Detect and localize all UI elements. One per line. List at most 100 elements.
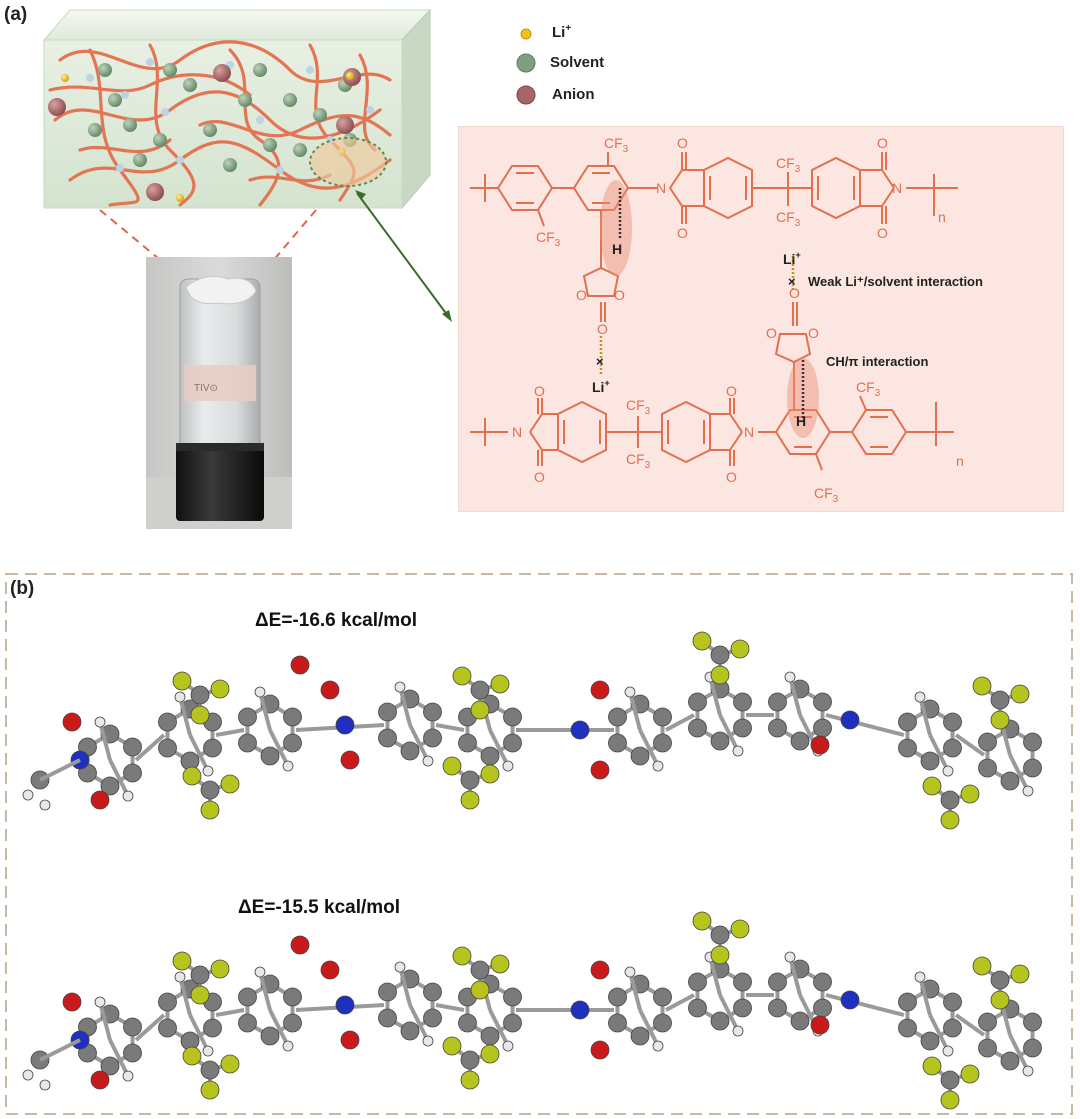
carbon-atom [470,960,490,980]
oxygen-atom [62,992,82,1012]
ch-pi-label: CH/π interaction [826,354,928,369]
svg-text:O: O [766,325,777,341]
carbon-atom [283,987,302,1007]
fluorine-atom [190,705,210,725]
hydrogen-atom [94,716,106,728]
hydrogen-atom [39,799,51,811]
hydrogen-atom [394,961,406,973]
hydrogen-atom [254,966,266,978]
hydrogen-atom [422,1035,434,1047]
svg-text:O: O [726,383,737,399]
oxygen-atom [90,1070,110,1090]
svg-text:CF3: CF3 [814,485,839,505]
hydrogen-atom [422,755,434,767]
carbon-atom [203,1018,222,1038]
carbon-atom [733,718,752,738]
oxygen-atom [590,680,610,700]
panel-b-dashed-frame [5,573,1073,1115]
fluorine-atom [972,956,992,976]
fluorine-atom [220,774,240,794]
oxygen-atom [290,935,310,955]
fluorine-atom [220,1054,240,1074]
carbon-atom [653,1013,672,1033]
carbon-atom [100,1056,120,1076]
fluorine-atom [210,959,230,979]
carbon-atom [203,738,222,758]
oxygen-atom [320,960,340,980]
fluorine-atom [710,945,730,965]
svg-text:O: O [597,321,608,337]
hydrogen-atom [22,1069,34,1081]
carbon-atom [123,1017,142,1037]
carbon-atom [503,733,522,753]
hydrogen-atom [502,1040,514,1052]
carbon-atom [190,685,210,705]
svg-text:Li+: Li+ [592,378,610,395]
carbon-atom [480,1026,500,1046]
carbon-atom [688,718,707,738]
oxygen-atom [62,712,82,732]
fluorine-atom [172,671,192,691]
fluorine-atom [200,800,220,820]
hydrogen-atom [914,971,926,983]
hydrogen-atom [502,760,514,772]
oxygen-atom [810,1015,830,1035]
fluorine-atom [960,784,980,804]
carbon-atom [423,728,442,748]
carbon-atom [238,733,257,753]
oxygen-atom [590,760,610,780]
fluorine-atom [182,766,202,786]
fluorine-atom [200,1080,220,1100]
fluorine-atom [442,1036,462,1056]
fluorine-atom [470,980,490,1000]
svg-text:O: O [877,135,888,151]
carbon-atom [990,970,1010,990]
fluorine-atom [972,676,992,696]
molecule-models [22,631,1042,1110]
fluorine-atom [452,946,472,966]
fluorine-atom [182,1046,202,1066]
fluorine-atom [480,764,500,784]
carbon-atom [458,1013,477,1033]
fluorine-atom [460,1070,480,1090]
hydrogen-atom [22,789,34,801]
energy-label-top: ΔE=-16.6 kcal/mol [255,610,418,631]
svg-text:O: O [726,469,737,485]
carbon-atom [710,1011,730,1031]
carbon-atom [710,645,730,665]
svg-text:CF3: CF3 [626,451,651,471]
hydrogen-atom [732,1025,744,1037]
carbon-atom [813,692,832,712]
carbon-atom [990,690,1010,710]
fluorine-atom [922,1056,942,1076]
hydrogen-atom [39,1079,51,1091]
nitrogen-atom [570,720,590,740]
fluorine-atom [940,1090,960,1110]
carbon-atom [158,992,177,1012]
carbon-atom [898,712,917,732]
carbon-atom [1000,771,1020,791]
hydrogen-atom [94,996,106,1008]
hydrogen-atom [624,686,636,698]
fluorine-atom [490,674,510,694]
oxygen-atom [290,655,310,675]
chemical-structure-panel: CF3 CF3 N O O CF3 CF3 O O N n O O O N O … [458,126,1064,512]
svg-text:O: O [576,287,587,303]
svg-text:O: O [614,287,625,303]
carbon-atom [978,1012,997,1032]
fluorine-atom [210,679,230,699]
carbon-atom [710,731,730,751]
legend-anion-label: Anion [552,86,595,103]
carbon-atom [768,692,787,712]
carbon-atom [978,732,997,752]
vial-photo: TIV⊙ [146,257,292,529]
svg-text:×: × [596,354,604,369]
svg-text:O: O [877,225,888,241]
carbon-atom [260,746,280,766]
svg-text:N: N [744,424,754,440]
carbon-atom [653,987,672,1007]
fluorine-atom [442,756,462,776]
hydrogen-atom [394,681,406,693]
fluorine-atom [730,919,750,939]
carbon-atom [283,733,302,753]
